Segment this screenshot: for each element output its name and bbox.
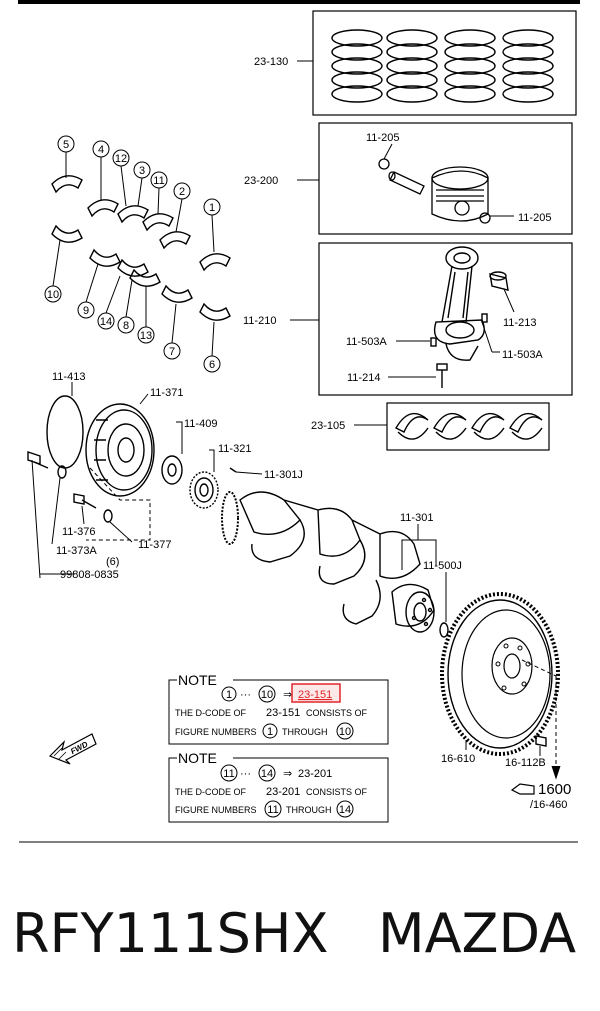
label-conrod-bushing: 11-213 bbox=[503, 317, 536, 329]
note2-line3-mid: THROUGH bbox=[286, 805, 332, 815]
callout-10: 10 bbox=[47, 289, 59, 301]
note2-title: NOTE bbox=[178, 750, 217, 766]
label-pulley-set-qty: (6) bbox=[106, 556, 119, 568]
label-pulley-bolt: 11-376 bbox=[62, 526, 95, 538]
rod-bearings-box bbox=[354, 402, 550, 451]
label-pilot-bearing: 11-500J bbox=[423, 560, 462, 572]
ref-sub[interactable]: /16-460 bbox=[530, 799, 567, 811]
note1-line3-mid: THROUGH bbox=[282, 727, 328, 737]
note1-to: 10 bbox=[261, 689, 273, 701]
label-piston-kit: 23-200 bbox=[244, 175, 278, 187]
note1-arrow: ⇒ bbox=[283, 689, 292, 701]
label-rod-bearings: 23-105 bbox=[311, 420, 345, 432]
callout-2: 2 bbox=[179, 186, 185, 198]
bearing-callouts bbox=[44, 135, 221, 373]
label-spacer: 11-409 bbox=[184, 418, 217, 430]
label-pin-clip-top: 11-205 bbox=[366, 132, 399, 144]
label-crankshaft: 11-301 bbox=[400, 512, 433, 524]
label-pulley-key: 11-413 bbox=[52, 371, 85, 383]
label-rod-bolt: 11-214 bbox=[347, 372, 380, 384]
note1-code-link[interactable]: 23-151 bbox=[298, 689, 332, 701]
callout-8: 8 bbox=[123, 320, 129, 332]
note2-to: 14 bbox=[261, 768, 273, 780]
footer-part-code: RFY111SHX bbox=[12, 902, 329, 965]
note1-code-highlight bbox=[291, 683, 341, 703]
callout-4: 4 bbox=[98, 144, 104, 156]
ref-page[interactable]: 1600 bbox=[538, 781, 571, 798]
note2-arrow: ⇒ bbox=[283, 768, 292, 780]
note1-dots: ··· bbox=[240, 689, 251, 701]
note1-title: NOTE bbox=[178, 672, 217, 688]
note2-line2-code: 23-201 bbox=[266, 786, 300, 798]
note2-line2-b: CONSISTS OF bbox=[306, 787, 368, 797]
callout-11: 11 bbox=[153, 175, 164, 187]
note1-line3-to: 10 bbox=[339, 726, 351, 738]
note2-line2-a: THE D-CODE OF bbox=[175, 787, 247, 797]
label-washer2: 11-377 bbox=[138, 539, 171, 551]
note-1: NOTE 1 ··· 10 ⇒ 23-151 THE D-CODE OF 23-… bbox=[168, 672, 389, 745]
main-bearings bbox=[51, 175, 231, 321]
piston-box bbox=[297, 122, 573, 235]
label-pulley-set: 99808-0835 bbox=[60, 569, 119, 581]
callout-12: 12 bbox=[115, 153, 127, 165]
note2-from: 11 bbox=[223, 768, 234, 780]
pulley-assembly bbox=[27, 382, 263, 579]
piston-rings-box bbox=[297, 10, 577, 116]
label-rod-nut-right: 11-503A bbox=[502, 349, 543, 361]
label-conrod: 11-210 bbox=[243, 315, 276, 327]
label-bolt-washer: 11-373A bbox=[56, 545, 97, 557]
note1-line3-a: FIGURE NUMBERS bbox=[175, 727, 257, 737]
label-timing-gear: 11-321 bbox=[218, 443, 251, 455]
note2-code[interactable]: 23-201 bbox=[298, 768, 332, 780]
note2-line3-to: 14 bbox=[339, 804, 351, 816]
ring-set-2 bbox=[386, 29, 438, 103]
ring-set-3 bbox=[444, 29, 496, 103]
conrod-box bbox=[290, 242, 573, 396]
note1-line3-from: 1 bbox=[267, 726, 273, 738]
note1-line2-a: THE D-CODE OF bbox=[175, 708, 247, 718]
bearing-numbers: 5 4 12 3 11 2 1 10 9 14 8 13 7 6 bbox=[47, 139, 215, 371]
note2-line3-from: 11 bbox=[267, 804, 278, 816]
label-pulley: 11-371 bbox=[150, 387, 183, 399]
footer-brand: MAZDA bbox=[378, 902, 576, 965]
callout-3: 3 bbox=[139, 165, 145, 177]
note1-from: 1 bbox=[226, 689, 232, 701]
note2-line3-a: FIGURE NUMBERS bbox=[175, 805, 257, 815]
fwd-arrow-icon: FWD bbox=[48, 733, 97, 765]
callout-14: 14 bbox=[100, 316, 112, 328]
label-pin-clip-right: 11-205 bbox=[518, 212, 551, 224]
callout-1: 1 bbox=[209, 202, 215, 214]
label-flywheel-bolt: 16-112B bbox=[505, 757, 546, 769]
top-rule bbox=[18, 0, 580, 4]
crankshaft bbox=[221, 491, 449, 638]
note-2: NOTE 11 ··· 14 ⇒ 23-201 THE D-CODE OF 23… bbox=[168, 750, 389, 823]
label-rod-nut-left: 11-503A bbox=[346, 336, 387, 348]
note2-dots: ··· bbox=[240, 768, 251, 780]
callout-5: 5 bbox=[63, 139, 69, 151]
flywheel bbox=[440, 592, 561, 780]
ring-set-4 bbox=[502, 29, 554, 103]
label-gear-key: 11-301J bbox=[264, 469, 303, 481]
note1-line2-b: CONSISTS OF bbox=[306, 708, 368, 718]
callout-9: 9 bbox=[83, 305, 89, 317]
ring-set-1 bbox=[331, 29, 383, 103]
label-piston-rings: 23-130 bbox=[254, 56, 288, 68]
ref-arrow-icon bbox=[510, 783, 535, 795]
label-flywheel: 16-610 bbox=[441, 753, 475, 765]
note1-line2-code: 23-151 bbox=[266, 707, 300, 719]
callout-6: 6 bbox=[209, 359, 215, 371]
callout-13: 13 bbox=[140, 330, 152, 342]
callout-7: 7 bbox=[169, 346, 175, 358]
